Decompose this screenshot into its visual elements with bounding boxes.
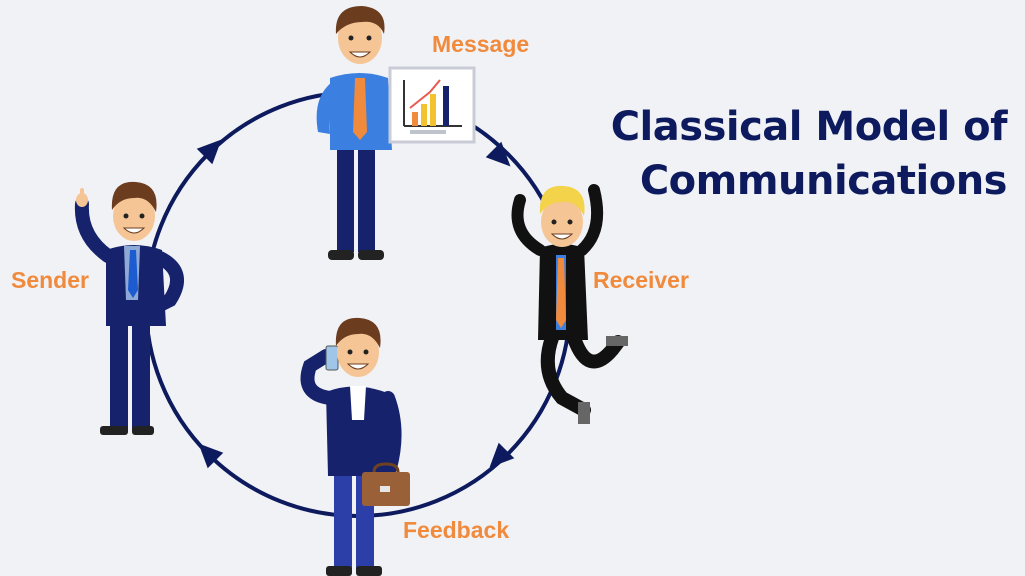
cycle-arrow-icon — [196, 139, 222, 165]
person-jumping-icon — [511, 184, 628, 424]
person-on-phone-with-briefcase-icon — [300, 317, 410, 576]
sender-label: Sender — [11, 267, 89, 293]
diagram-title: Classical Model of Communications — [610, 100, 1008, 208]
title-line-2: Communications — [639, 158, 1008, 204]
cycle-arrow-icon — [489, 442, 515, 468]
title-line-1: Classical Model of — [610, 104, 1008, 150]
cycle-arrow-icon — [198, 443, 224, 469]
receiver-label: Receiver — [593, 267, 689, 293]
person-raising-finger-icon — [74, 181, 184, 435]
cycle-arrow-icon — [485, 141, 511, 167]
message-label: Message — [432, 31, 530, 57]
feedback-label: Feedback — [403, 517, 510, 543]
person-presenting-chart-icon — [316, 6, 476, 260]
